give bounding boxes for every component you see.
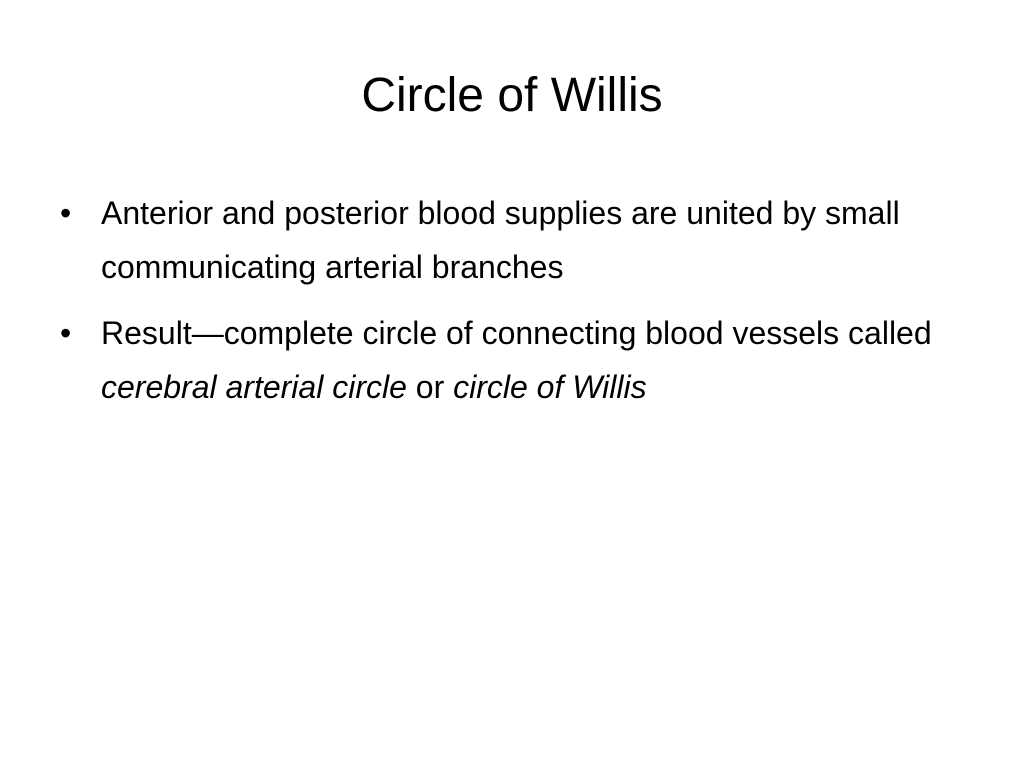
bullet-marker: • [60,315,72,351]
bullet-text-part: Result—complete circle of connecting blo… [101,315,932,351]
bullet-text: Anterior and posterior blood supplies ar… [101,195,900,285]
slide-title: Circle of Willis [361,69,663,122]
bullet-list: • Anterior and posterior blood supplies … [60,186,940,426]
bullet-item: • Result—complete circle of connecting b… [60,306,940,414]
bullet-marker: • [60,195,72,231]
emphasis-term: circle of Willis [453,369,647,405]
bullet-item: • Anterior and posterior blood supplies … [60,186,940,294]
bullet-text-part: or [406,369,454,405]
emphasis-term: cerebral arterial circle [101,369,407,405]
